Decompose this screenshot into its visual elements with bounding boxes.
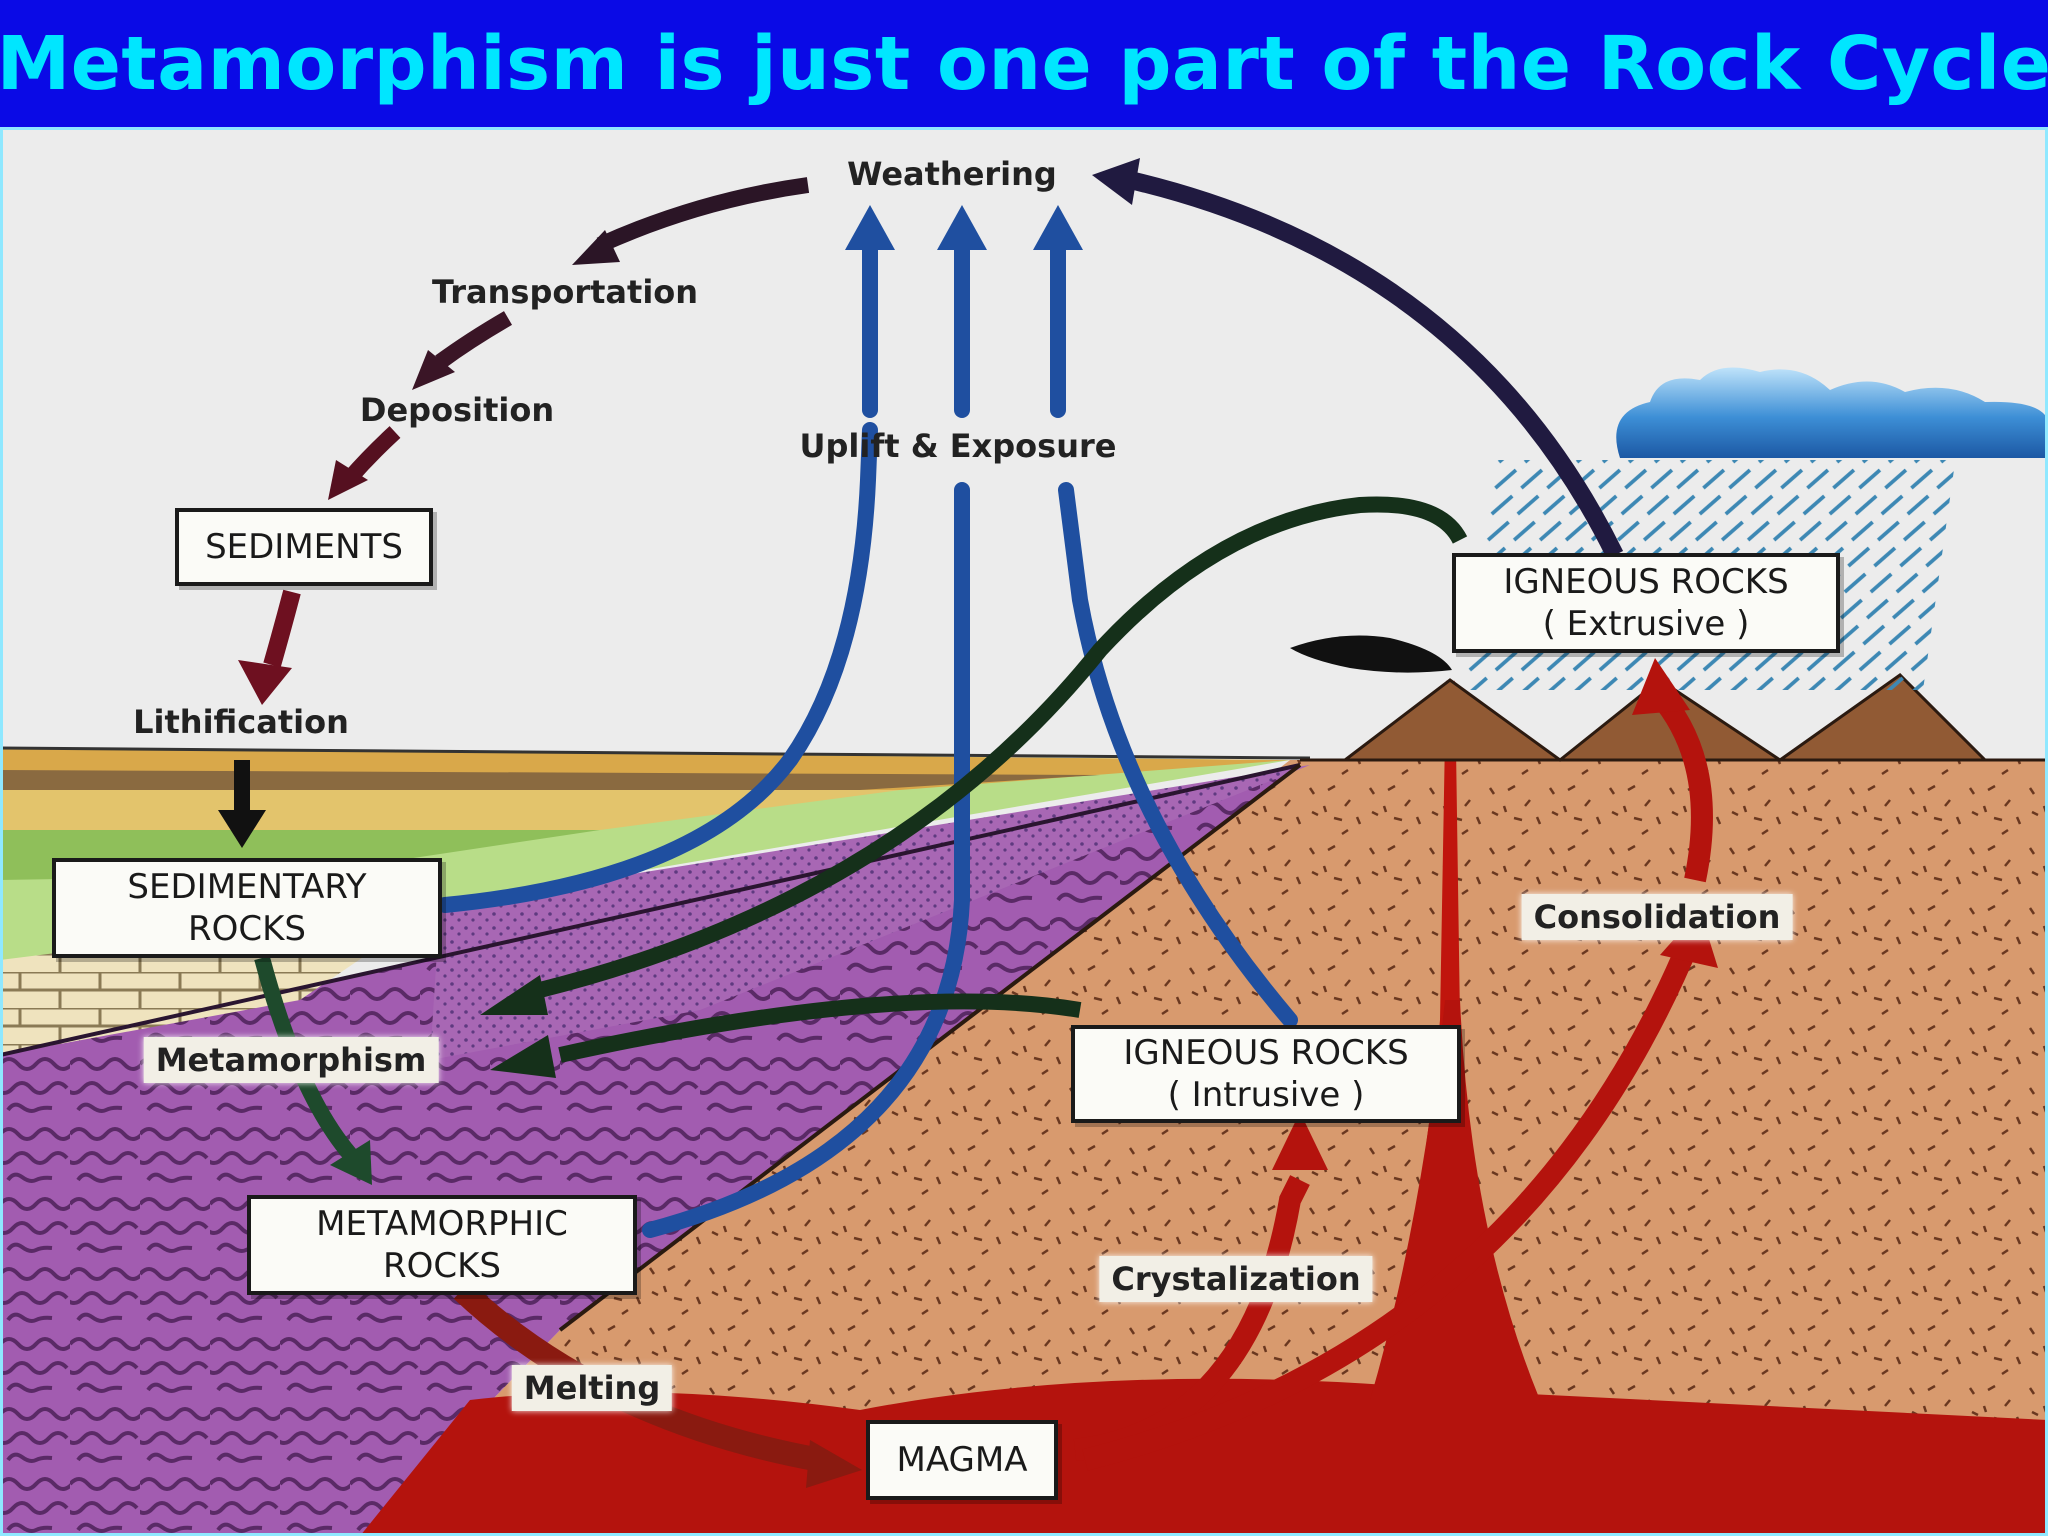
weathering-arrow bbox=[1127, 171, 1624, 559]
title-bar: Metamorphism is just one part of the Roc… bbox=[0, 0, 2048, 130]
page-title: Metamorphism is just one part of the Roc… bbox=[0, 20, 2048, 107]
metamorphism-label: Metamorphism bbox=[143, 1037, 439, 1083]
metamorphic-ground bbox=[0, 765, 1300, 1536]
sedimentary-box-line2: ROCKS bbox=[187, 909, 306, 949]
volcano-icon bbox=[1290, 635, 1452, 673]
melting-label: Melting bbox=[511, 1365, 673, 1411]
magma-box-label: MAGMA bbox=[896, 1439, 1028, 1480]
crystalization-label: Crystalization bbox=[1099, 1256, 1373, 1302]
transportation-label: Transportation bbox=[431, 273, 699, 311]
weathering-label: Weathering bbox=[847, 155, 1057, 193]
consolidation-label: Consolidation bbox=[1521, 894, 1793, 940]
sedimentary-rocks-box: SEDIMENTARY ROCKS bbox=[52, 858, 442, 958]
uplift-label: Uplift & Exposure bbox=[799, 427, 1117, 465]
metamorphic-box-line2: ROCKS bbox=[382, 1246, 501, 1286]
lithification-label: Lithification bbox=[133, 703, 349, 741]
igneous-ground bbox=[360, 760, 2048, 1536]
deposition-label: Deposition bbox=[359, 391, 555, 429]
extrusive-box-line1: IGNEOUS ROCKS bbox=[1503, 561, 1789, 602]
igneous-extrusive-box: IGNEOUS ROCKS ( Extrusive ) bbox=[1452, 553, 1840, 653]
uplift-arrows bbox=[437, 232, 1298, 1238]
sediments-box-label: SEDIMENTS bbox=[205, 526, 403, 567]
extrusive-box-line2: ( Extrusive ) bbox=[1542, 604, 1750, 644]
magma-box: MAGMA bbox=[866, 1420, 1058, 1500]
sediments-box: SEDIMENTS bbox=[175, 508, 433, 586]
magma-chamber bbox=[360, 1378, 2048, 1536]
sedimentary-box-line1: SEDIMENTARY bbox=[127, 866, 367, 907]
intrusive-box-line1: IGNEOUS ROCKS bbox=[1123, 1032, 1409, 1073]
intrusive-box-line2: ( Intrusive ) bbox=[1167, 1075, 1365, 1115]
transition-band bbox=[430, 765, 1310, 1060]
igneous-intrusive-box: IGNEOUS ROCKS ( Intrusive ) bbox=[1071, 1025, 1461, 1123]
metamorphic-box-line1: METAMORPHIC bbox=[316, 1203, 568, 1244]
metamorphic-rocks-box: METAMORPHIC ROCKS bbox=[247, 1195, 637, 1295]
